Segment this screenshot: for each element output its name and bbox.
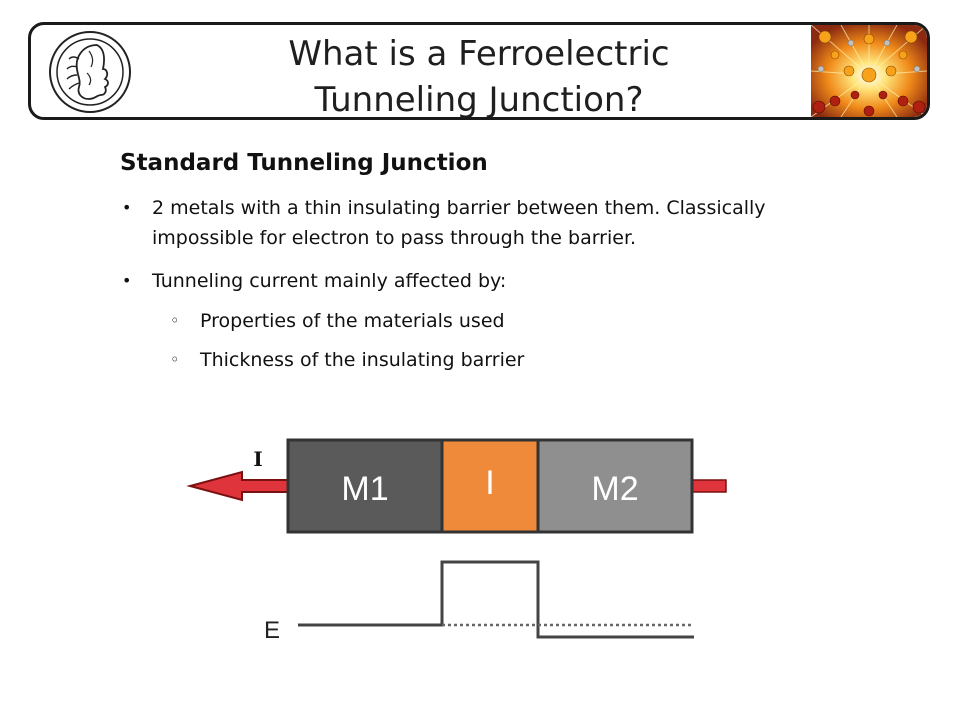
energy-profile-line [298,560,694,639]
sub-bullet-marker: ◦ [170,350,180,369]
sub-bullet-text: Thickness of the insulating barrier [200,349,525,371]
slide-title-line2: Tunneling Junction? [314,80,644,120]
crystal-lattice-image [811,25,927,117]
sub-bullet-item: ◦ Thickness of the insulating barrier [170,345,920,375]
bullet-text: 2 metals with a thin insulating barrier … [152,197,766,249]
minerva-logo-icon [49,31,131,113]
bullet-text: Tunneling current mainly affected by: [152,270,507,292]
bullet-item: • Tunneling current mainly affected by: [122,266,872,296]
current-arrow-icon [186,470,289,502]
sub-bullet-item: ◦ Properties of the materials used [170,306,920,336]
sub-bullet-text: Properties of the materials used [200,310,505,332]
current-label: I [253,447,262,471]
energy-label: E [264,617,280,644]
tunneling-junction-diagram: I M1 I M2 E [186,438,727,644]
current-arrow-tail [689,479,727,493]
m2-label: M2 [591,470,638,508]
insulator-label: I [485,464,494,502]
title-bar: What is a Ferroelectric Tunneling Juncti… [28,22,930,120]
bullet-item: • 2 metals with a thin insulating barrie… [122,193,872,253]
slide-title: What is a Ferroelectric Tunneling Juncti… [161,31,797,120]
m1-label: M1 [341,470,388,508]
bullet-marker: • [122,271,132,290]
slide-title-line1: What is a Ferroelectric [288,34,670,74]
section-heading: Standard Tunneling Junction [120,150,488,176]
sub-bullet-marker: ◦ [170,311,180,330]
bullet-marker: • [122,198,132,217]
m2-block [536,438,694,534]
